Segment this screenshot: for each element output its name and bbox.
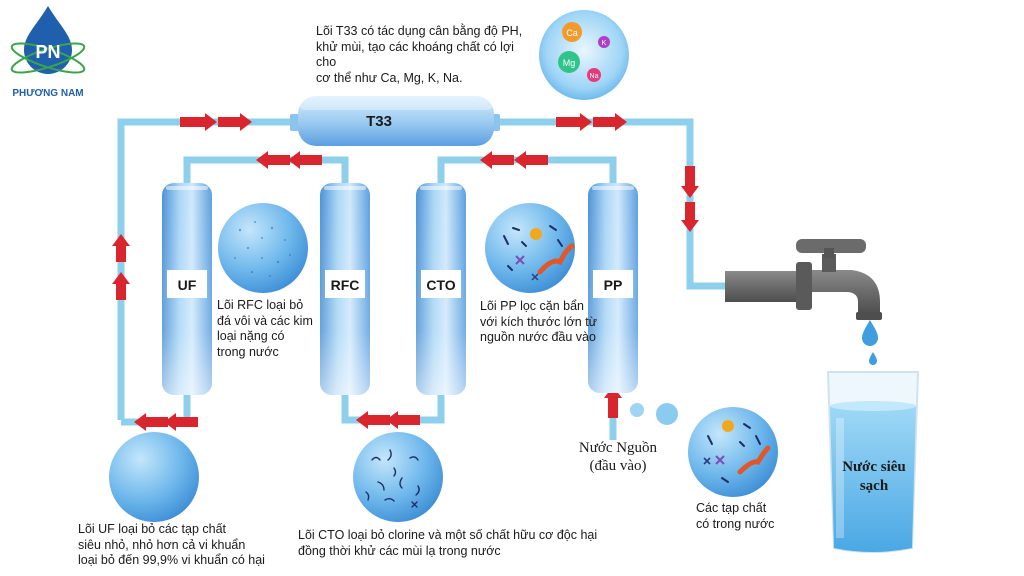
uf-circle xyxy=(109,432,199,522)
rfc-circle xyxy=(218,203,308,293)
pp-circle xyxy=(485,203,575,293)
source-caption: Nước Nguồn (đầu vào) xyxy=(578,440,658,474)
impurities-caption: Các tạp chất có trong nước xyxy=(696,501,775,531)
mineral-na: Na xyxy=(590,73,599,80)
logo-brand: PHƯƠNG NAM xyxy=(12,88,83,99)
cto-circle xyxy=(353,432,443,522)
uf-label: UF xyxy=(178,277,197,293)
water-drops xyxy=(862,320,878,365)
t33-caption: Lõi T33 có tác dụng cân bằng độ PH, khử … xyxy=(316,24,523,85)
logo-initials: PN xyxy=(35,42,60,62)
flow-arrows xyxy=(112,113,699,431)
t33-label: T33 xyxy=(366,113,392,130)
impurities-circle xyxy=(688,407,778,497)
drop-icon xyxy=(862,320,878,346)
tap-icon xyxy=(725,239,882,320)
cto-filter: CTO xyxy=(416,183,466,395)
pp-filter: PP xyxy=(588,183,638,393)
glass-of-water xyxy=(826,371,920,553)
mineral-k: K xyxy=(602,40,607,47)
source-bubbles xyxy=(630,403,678,425)
cto-caption: Lõi CTO loại bỏ clorine và một số chất h… xyxy=(298,528,598,558)
uf-caption: Lõi UF loại bỏ các tạp chất siêu nhỏ, nh… xyxy=(78,522,265,567)
clean-water-label: Nước siêu sạch xyxy=(842,459,906,494)
mineral-ca: Ca xyxy=(566,28,578,38)
rfc-label: RFC xyxy=(331,277,360,293)
rfc-filter: RFC xyxy=(320,183,370,395)
uf-filter: UF xyxy=(162,183,212,395)
rfc-caption: Lõi RFC loại bỏ đá vôi và các kim loại n… xyxy=(217,298,313,359)
drop-icon xyxy=(869,352,877,365)
mineral-mg: Mg xyxy=(563,58,576,68)
pp-caption: Lõi PP lọc cặn bẩn với kích thước lớn từ… xyxy=(480,299,598,344)
minerals-circle: Ca K Mg Na xyxy=(539,10,629,100)
t33-filter: T33 xyxy=(290,96,500,146)
drop-icon xyxy=(24,6,72,74)
logo: PN PHƯƠNG NAM xyxy=(10,6,86,99)
cto-label: CTO xyxy=(426,277,455,293)
pp-label: PP xyxy=(604,277,623,293)
